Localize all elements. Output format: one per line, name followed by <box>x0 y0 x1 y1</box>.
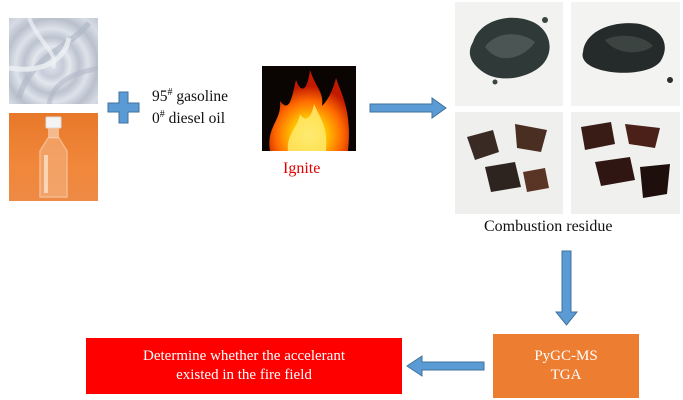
arrow-right-icon <box>369 97 447 119</box>
arrow-left-icon <box>406 355 485 377</box>
result-line-2: existed in the fire field <box>176 367 312 383</box>
analysis-method-2: TGA <box>550 367 582 383</box>
diesel-label: 0# diesel oil <box>152 109 226 128</box>
plus-icon <box>107 91 140 124</box>
fuel-list: 95# gasoline 0# diesel oil <box>152 86 228 130</box>
bottle-photo <box>9 113 98 201</box>
arrow-down-icon <box>554 250 579 326</box>
fire-photo <box>262 66 356 151</box>
result-line-1: Determine whether the accelerant <box>143 348 345 364</box>
analysis-method-1: PyGC-MS <box>534 348 598 364</box>
residue-photos <box>455 2 680 214</box>
fabric-photo <box>8 17 99 105</box>
residue-label: Combustion residue <box>484 218 613 235</box>
result-box: Determine whether the accelerant existed… <box>86 338 402 394</box>
gasoline-label: 95# gasoline <box>152 87 229 106</box>
ignite-label: Ignite <box>283 160 321 177</box>
analysis-box: PyGC-MS TGA <box>493 334 639 398</box>
